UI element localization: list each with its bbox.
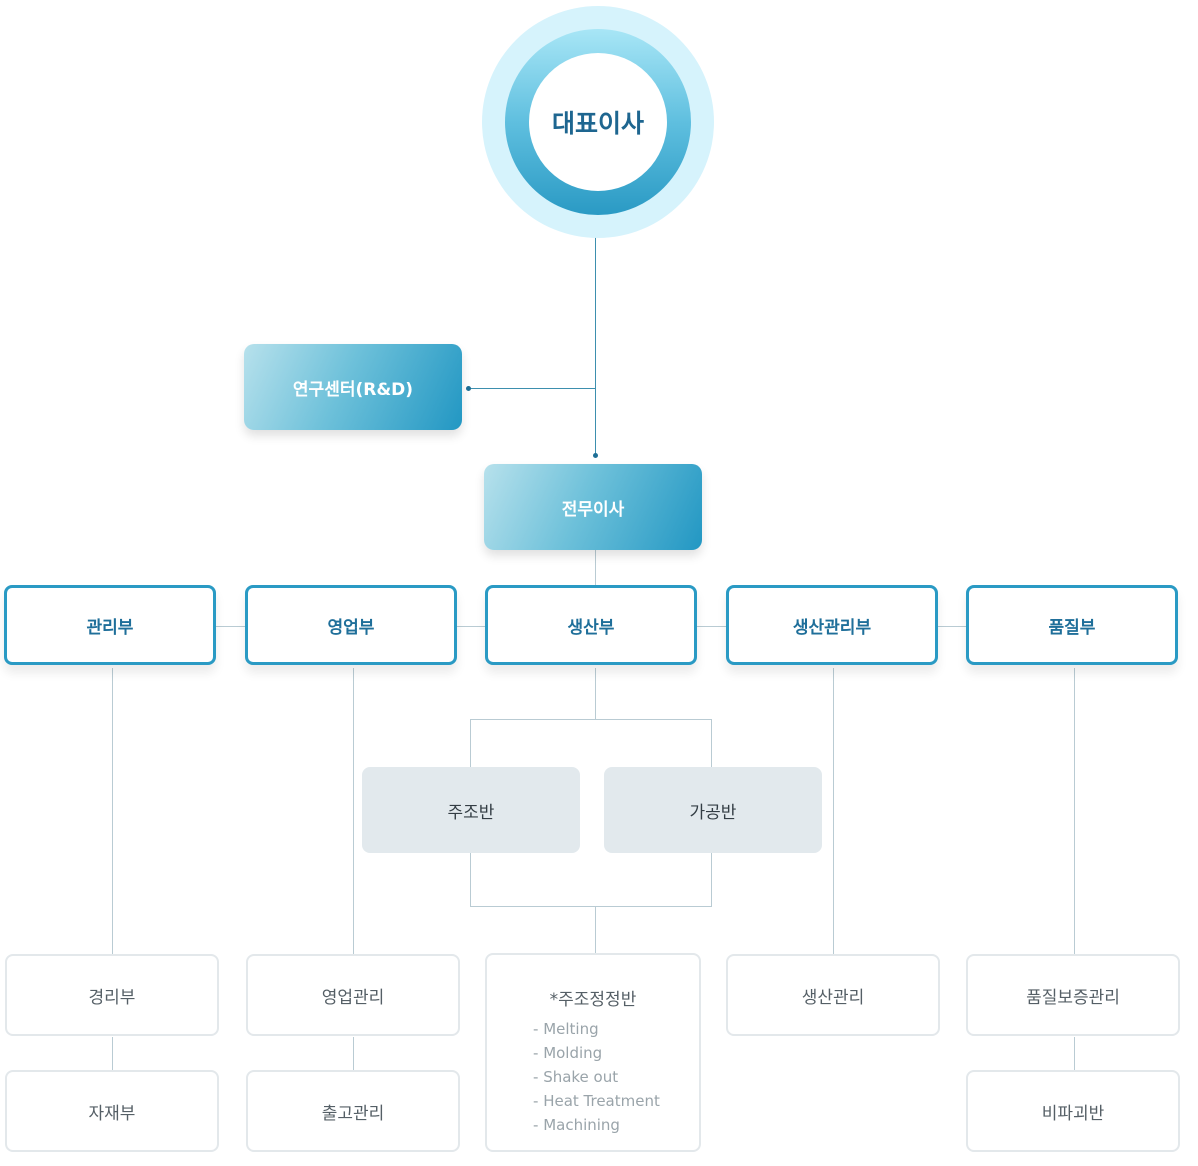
unit-quality-assurance: 품질보증관리	[966, 954, 1180, 1036]
prodmgmt-vertical-line	[833, 668, 834, 954]
process-item: Molding	[533, 1041, 660, 1065]
dept-quality-label: 품질부	[1048, 617, 1096, 638]
ceo-node: 대표이사	[529, 53, 667, 191]
teams-to-casting-line	[595, 906, 596, 954]
director-node: 전무이사	[484, 464, 702, 550]
process-list: Melting Molding Shake out Heat Treatment…	[533, 1017, 660, 1137]
unit-accounting: 경리부	[5, 954, 219, 1036]
unit-quality-assurance-label: 품질보증관리	[1026, 987, 1120, 1008]
dept-production-mgmt-label: 생산관리부	[792, 617, 872, 638]
process-item: Melting	[533, 1017, 660, 1041]
unit-ndt-label: 비파괴반	[1041, 1103, 1105, 1124]
dept-admin-label: 관리부	[86, 617, 134, 638]
admin-sub-line	[112, 1037, 113, 1070]
unit-shipping-mgmt: 출고관리	[246, 1070, 460, 1152]
unit-materials: 자재부	[5, 1070, 219, 1152]
director-label: 전무이사	[561, 499, 625, 520]
team-machining-label: 가공반	[689, 802, 737, 823]
admin-vertical-line	[112, 668, 113, 954]
sales-vertical-line	[353, 668, 354, 954]
unit-sales-mgmt-label: 영업관리	[321, 987, 385, 1008]
quality-sub-line	[1074, 1037, 1075, 1070]
rnd-connector-line	[468, 388, 596, 389]
unit-production-mgmt: 생산관리	[726, 954, 940, 1036]
dept-sales: 영업부	[245, 585, 457, 665]
teams-bottom-bracket	[470, 906, 712, 907]
teams-top-bracket	[470, 719, 712, 720]
director-connector-dot	[593, 453, 598, 458]
team-machining: 가공반	[604, 767, 822, 853]
quality-vertical-line	[1074, 668, 1075, 954]
dept-admin: 관리부	[4, 585, 216, 665]
teams-left-bottom	[470, 852, 471, 906]
rnd-node: 연구센터(R&D)	[244, 344, 462, 430]
dept-sales-label: 영업부	[327, 617, 375, 638]
unit-materials-label: 자재부	[88, 1103, 136, 1124]
dept-quality: 품질부	[966, 585, 1178, 665]
director-to-production-line	[595, 549, 596, 585]
unit-accounting-label: 경리부	[88, 987, 136, 1008]
unit-casting-adjust-title: *주조정정반	[549, 990, 637, 1010]
ceo-label: 대표이사	[551, 109, 644, 138]
team-casting: 주조반	[362, 767, 580, 853]
dept-production-label: 생산부	[567, 617, 615, 638]
ceo-to-director-line	[595, 190, 596, 456]
unit-shipping-mgmt-label: 출고관리	[321, 1103, 385, 1124]
dept-production-mgmt: 생산관리부	[726, 585, 938, 665]
sales-sub-line	[353, 1037, 354, 1070]
unit-casting-adjust: *주조정정반 Melting Molding Shake out Heat Tr…	[485, 953, 701, 1152]
teams-left-top	[470, 719, 471, 767]
teams-right-bottom	[711, 852, 712, 906]
unit-ndt: 비파괴반	[966, 1070, 1180, 1152]
dept-production: 생산부	[485, 585, 697, 665]
unit-sales-mgmt: 영업관리	[246, 954, 460, 1036]
process-item: Machining	[533, 1113, 660, 1137]
process-item: Heat Treatment	[533, 1089, 660, 1113]
teams-right-top	[711, 719, 712, 767]
rnd-connector-dot	[466, 386, 471, 391]
process-item: Shake out	[533, 1065, 660, 1089]
production-down-line	[595, 668, 596, 720]
unit-production-mgmt-label: 생산관리	[801, 987, 865, 1008]
team-casting-label: 주조반	[447, 802, 495, 823]
rnd-label: 연구센터(R&D)	[292, 379, 414, 400]
